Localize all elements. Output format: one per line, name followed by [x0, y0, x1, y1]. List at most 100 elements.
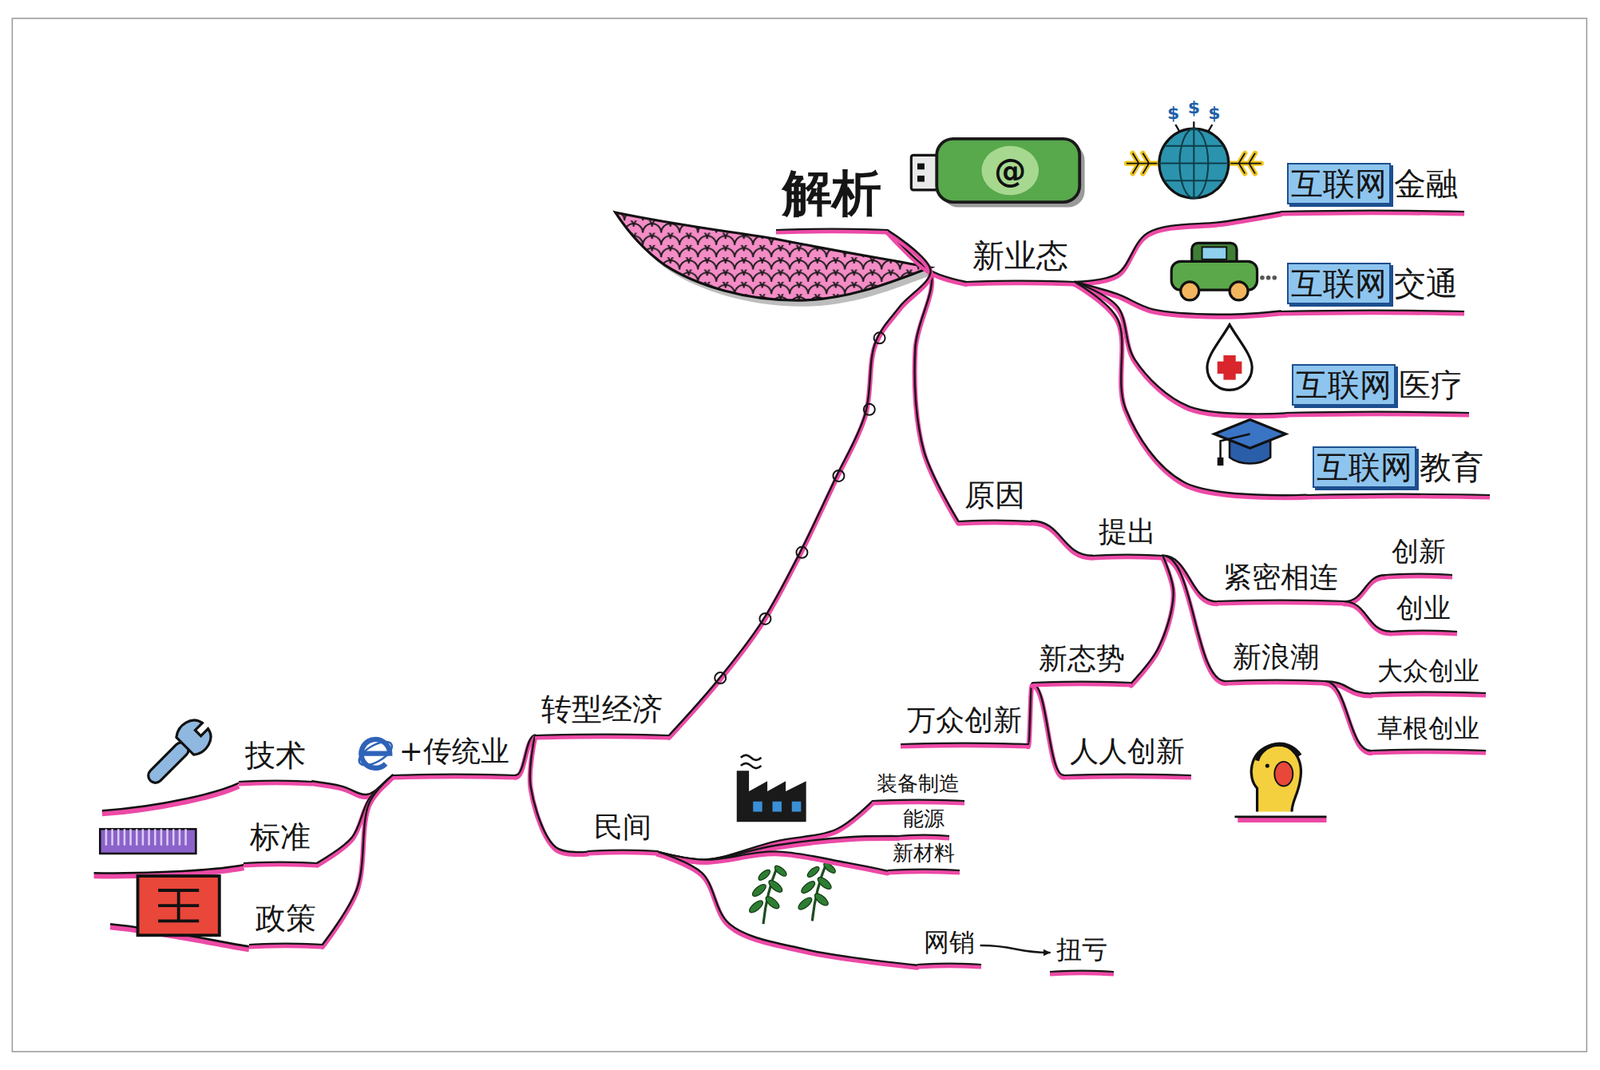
idea-head-icon: [1234, 744, 1327, 820]
underline-stroke: [1280, 309, 1465, 311]
branch-topic: 扭亏: [1049, 932, 1114, 972]
node-text: 新浪潮: [1232, 639, 1319, 674]
underline-shadow: [776, 230, 888, 232]
keyword-highlight: 互联网: [1312, 446, 1417, 488]
underline-shadow: [1226, 682, 1326, 684]
branch-topic: +传统业: [392, 732, 516, 776]
medical-drop-icon: [1207, 324, 1252, 391]
plant-icon: [747, 860, 837, 924]
idea-head-icon-part: [1251, 744, 1301, 812]
branch-connector: [1074, 281, 1307, 498]
loop-bead: [759, 613, 771, 625]
branch-stroke: [1325, 681, 1372, 751]
idea-head-icon-part: [1265, 763, 1270, 768]
loop-bead: [714, 672, 726, 684]
node-text: 技术: [245, 737, 306, 775]
page-frame: [11, 18, 1587, 1052]
globe-finance-icon-part: [1230, 153, 1261, 175]
branch-topic: 政策: [249, 899, 323, 945]
underline-stroke: [1280, 210, 1465, 212]
branch-connector: [1074, 211, 1281, 285]
branch-shadow: [657, 854, 918, 968]
underline-stroke: [1092, 554, 1163, 555]
branch-stroke: [669, 229, 931, 736]
underline-shadow: [1092, 556, 1163, 558]
branch-topic: 大众创业: [1370, 653, 1486, 694]
node-text: 原因: [964, 477, 1026, 515]
medical-drop-icon-part: [1207, 324, 1252, 391]
branch-topic: 民间: [587, 807, 658, 852]
branch-connector: [1028, 683, 1033, 748]
underline-stroke: [1285, 411, 1470, 413]
underline-stroke: [900, 743, 1029, 745]
underline-shadow: [1049, 973, 1114, 975]
branch-shadow: [322, 777, 393, 947]
underline-shadow: [1390, 632, 1458, 634]
plant-icon-part: [796, 860, 838, 921]
node-text: 草根创业: [1377, 712, 1480, 744]
branch-topic: 新浪潮: [1226, 637, 1326, 682]
node-text: 紧密相连: [1223, 559, 1339, 595]
branch-topic: 人人创新: [1063, 732, 1192, 776]
idea-head-icon-part: [1257, 744, 1301, 761]
keyword-highlight: 互联网: [1291, 364, 1396, 406]
underline-shadow: [871, 802, 965, 804]
graduation-cap-icon: [1214, 419, 1286, 467]
factory-icon-part: [792, 801, 802, 812]
branch-shadow: [669, 232, 931, 738]
globe-finance-icon: [1126, 121, 1262, 199]
branch-connector: [1074, 281, 1286, 416]
branch-stroke: [887, 229, 959, 521]
ruler-standard-icon-part: [106, 828, 187, 845]
branch-stroke: [1032, 683, 1065, 776]
internet-e-icon: [355, 736, 396, 770]
node-text: 金融: [1394, 164, 1458, 203]
branch-stroke: [1074, 281, 1286, 414]
branch-stroke: [1074, 211, 1281, 282]
idea-head-icon-part: [1234, 815, 1327, 819]
ruler-standard-icon: [99, 828, 196, 854]
branch-stroke: [1028, 683, 1033, 745]
underline-shadow: [958, 522, 1032, 523]
branch-stroke: [1031, 520, 1093, 556]
branch-stroke: [1131, 555, 1174, 684]
branch-topic: 互联网教育: [1306, 444, 1490, 496]
car-transport-icon-part: [1229, 281, 1248, 301]
underline-stroke: [238, 780, 313, 781]
underline-stroke: [392, 773, 516, 775]
branch-topic: 新态势: [1032, 639, 1132, 683]
branch-connector: [669, 229, 931, 738]
underline-stroke: [1390, 629, 1458, 631]
node-text: +传统业: [399, 733, 510, 769]
underline-stroke: [887, 869, 960, 871]
branch-connector: [1325, 681, 1372, 753]
car-transport-icon: [1171, 242, 1277, 301]
branch-connector: [322, 775, 393, 947]
globe-finance-icon-part: [1126, 153, 1157, 175]
underline-stroke: [776, 228, 888, 230]
wrench-icon: [138, 713, 218, 793]
policy-icon: [138, 875, 220, 935]
node-text: 网销: [923, 926, 975, 958]
central-topic: 解析: [776, 162, 888, 230]
ruler-standard-icon-part: [99, 828, 196, 854]
branch-topic: 网销: [917, 925, 982, 965]
globe-finance-icon-part: [1159, 128, 1229, 199]
dollar-sign: $: [1188, 98, 1200, 118]
branch-topic: 原因: [958, 475, 1032, 522]
branch-connector: [981, 945, 1050, 953]
policy-icon-part: [158, 890, 199, 921]
branch-topic: 草根创业: [1370, 711, 1486, 751]
node-text: 标准: [249, 819, 311, 856]
underline-stroke: [1032, 681, 1132, 683]
factory-icon-part: [772, 801, 782, 812]
node-text: 能源: [902, 806, 945, 832]
node-text: 政策: [255, 900, 317, 938]
fish-banner: [615, 212, 936, 307]
underline-shadow: [392, 776, 516, 777]
underline-shadow: [1285, 414, 1470, 416]
branch-connector: [1032, 683, 1065, 778]
